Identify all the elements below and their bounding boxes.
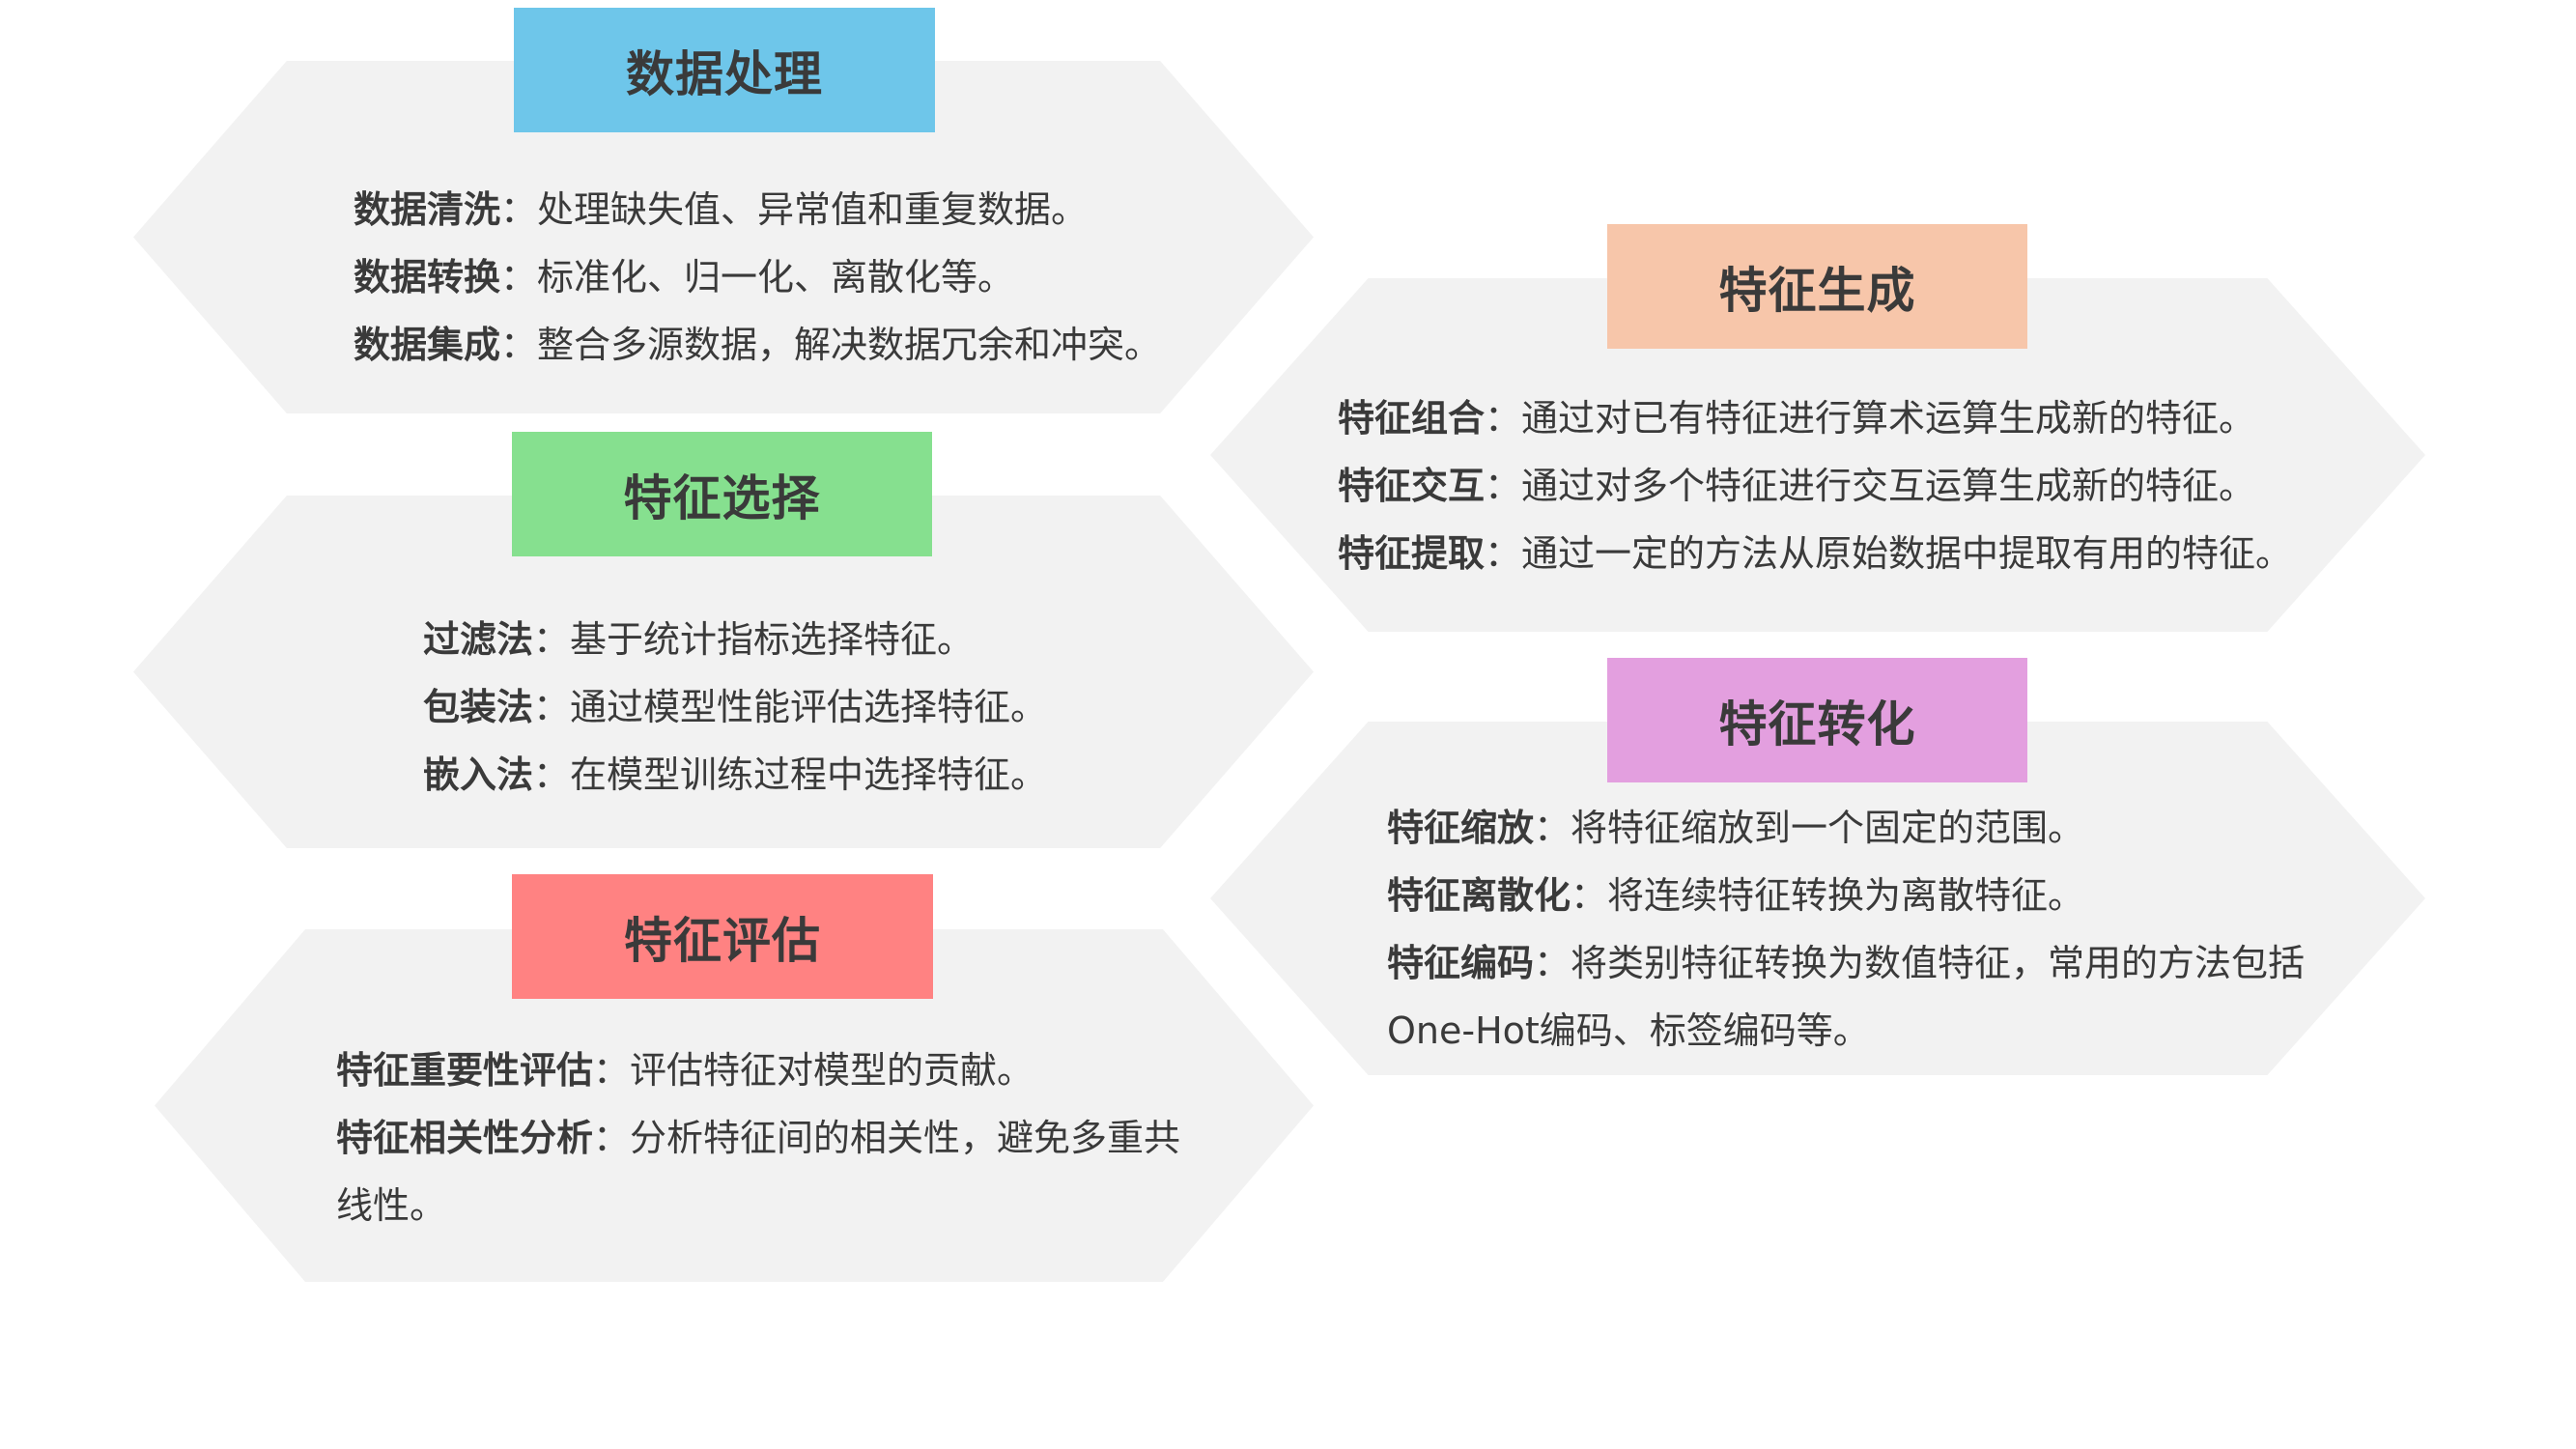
feature-evaluation-title: 特征评估: [512, 874, 933, 999]
list-item: 特征离散化：将连续特征转换为离散特征。: [1387, 874, 2085, 917]
list-item: 数据转换：标准化、归一化、离散化等。: [354, 256, 1015, 298]
item-term: 包装法: [423, 686, 534, 728]
item-term: 特征相关性分析: [336, 1117, 594, 1159]
feature-transformation-list: 特征缩放：将特征缩放到一个固定的范围。 特征离散化：将连续特征转换为离散特征。 …: [1387, 794, 2353, 1065]
feature-selection-list: 过滤法：基于统计指标选择特征。 包装法：通过模型性能评估选择特征。 嵌入法：在模…: [423, 606, 1047, 809]
item-desc: 通过对已有特征进行算术运算生成新的特征。: [1521, 397, 2256, 440]
list-item: 特征交互：通过对多个特征进行交互运算生成新的特征。: [1338, 465, 2256, 507]
item-term: 数据清洗: [354, 188, 501, 231]
item-term: 特征组合: [1338, 397, 1486, 440]
item-desc: 在模型训练过程中选择特征。: [570, 753, 1048, 796]
item-desc: 将连续特征转换为离散特征。: [1607, 874, 2085, 917]
item-term: 特征交互: [1338, 465, 1486, 507]
item-term: 特征重要性评估: [336, 1049, 594, 1092]
item-desc: 通过一定的方法从原始数据中提取有用的特征。: [1521, 532, 2293, 575]
item-term: 特征离散化: [1387, 874, 1571, 917]
item-desc: 整合多源数据，解决数据冗余和冲突。: [537, 324, 1162, 366]
list-item: 包装法：通过模型性能评估选择特征。: [423, 686, 1048, 728]
list-item: 特征相关性分析：分析特征间的相关性，避免多重共线性。: [336, 1117, 1181, 1227]
feature-evaluation-list: 特征重要性评估：评估特征对模型的贡献。 特征相关性分析：分析特征间的相关性，避免…: [336, 1037, 1186, 1239]
item-desc: 将特征缩放到一个固定的范围。: [1571, 807, 2085, 849]
item-term: 特征编码: [1387, 942, 1535, 984]
item-desc: 分析特征间的相关性，避免多重共线性。: [336, 1117, 1181, 1227]
list-item: 特征缩放：将特征缩放到一个固定的范围。: [1387, 807, 2085, 849]
list-item: 特征提取：通过一定的方法从原始数据中提取有用的特征。: [1338, 532, 2293, 575]
list-item: 嵌入法：在模型训练过程中选择特征。: [423, 753, 1048, 796]
item-desc: 通过对多个特征进行交互运算生成新的特征。: [1521, 465, 2256, 507]
list-item: 过滤法：基于统计指标选择特征。: [423, 618, 975, 661]
list-item: 数据清洗：处理缺失值、异常值和重复数据。: [354, 188, 1089, 231]
feature-generation-list: 特征组合：通过对已有特征进行算术运算生成新的特征。 特征交互：通过对多个特征进行…: [1338, 384, 2292, 587]
item-term: 嵌入法: [423, 753, 534, 796]
list-item: 特征重要性评估：评估特征对模型的贡献。: [336, 1049, 1034, 1092]
item-desc: 将类别特征转换为数值特征，常用的方法包括One-Hot编码、标签编码等。: [1387, 942, 2306, 1052]
item-term: 数据转换: [354, 256, 501, 298]
item-desc: 标准化、归一化、离散化等。: [537, 256, 1015, 298]
list-item: 数据集成：整合多源数据，解决数据冗余和冲突。: [354, 324, 1162, 366]
data-processing-list: 数据清洗：处理缺失值、异常值和重复数据。 数据转换：标准化、归一化、离散化等。 …: [354, 176, 1161, 379]
item-desc: 基于统计指标选择特征。: [570, 618, 975, 661]
list-item: 特征组合：通过对已有特征进行算术运算生成新的特征。: [1338, 397, 2256, 440]
data-processing-title: 数据处理: [514, 8, 935, 132]
item-term: 过滤法: [423, 618, 534, 661]
item-desc: 处理缺失值、异常值和重复数据。: [537, 188, 1089, 231]
feature-transformation-title: 特征转化: [1607, 658, 2027, 782]
list-item: 特征编码：将类别特征转换为数值特征，常用的方法包括One-Hot编码、标签编码等…: [1387, 942, 2306, 1052]
item-term: 特征提取: [1338, 532, 1486, 575]
item-term: 特征缩放: [1387, 807, 1535, 849]
item-desc: 评估特征对模型的贡献。: [630, 1049, 1034, 1092]
item-desc: 通过模型性能评估选择特征。: [570, 686, 1048, 728]
feature-selection-title: 特征选择: [512, 432, 932, 556]
feature-generation-title: 特征生成: [1607, 224, 2027, 349]
item-term: 数据集成: [354, 324, 501, 366]
